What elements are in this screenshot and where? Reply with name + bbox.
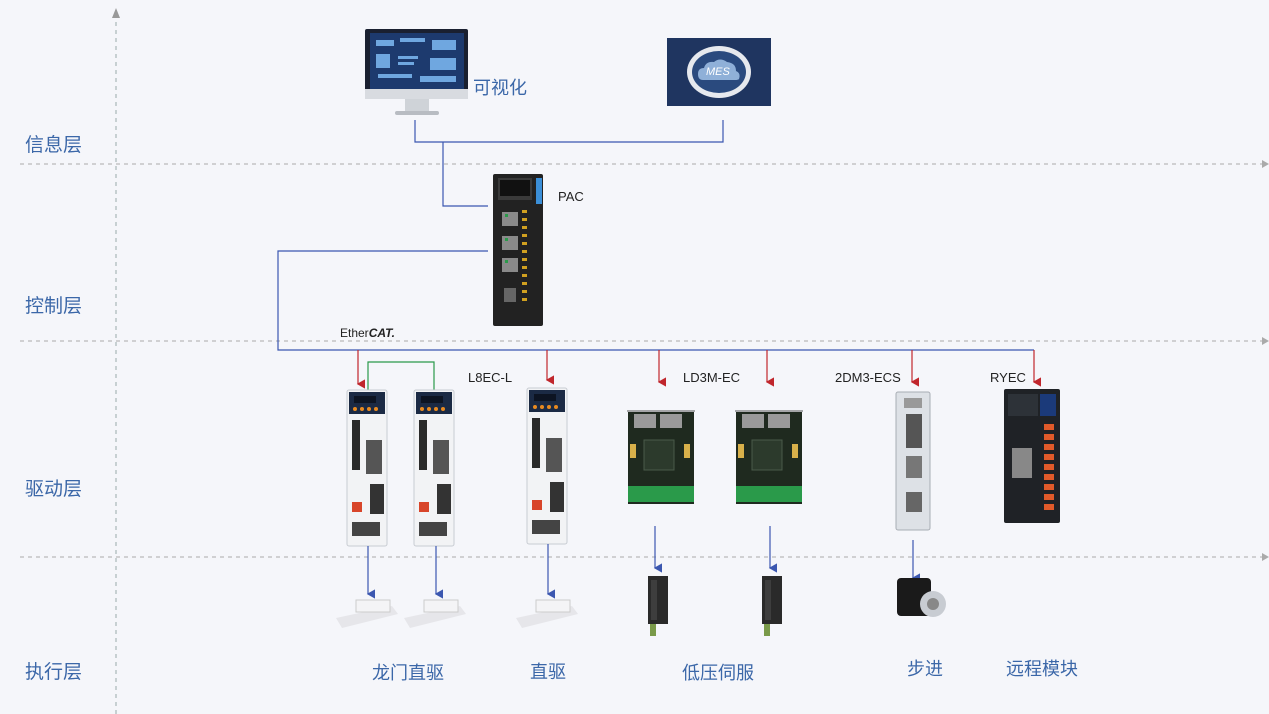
dm3-label: 2DM3-ECS: [835, 370, 901, 385]
gantry-label: 龙门直驱: [372, 663, 444, 684]
ethercat-logo: EtherCAT.: [340, 326, 395, 340]
bus-drop-arrows: [356, 350, 1042, 389]
l8ec-drive-3: [526, 387, 568, 545]
monitor-icon: [365, 29, 468, 115]
dm3-stepper-drive: [895, 391, 931, 531]
mes-cloud-icon: [667, 38, 771, 106]
layer-label-info: 信息层: [25, 134, 83, 156]
vertical-axis-arrow: [112, 8, 120, 18]
layer-label-drive: 驱动层: [25, 478, 83, 500]
actuator-arrows: [366, 526, 921, 599]
ethercat-prefix: Ether: [340, 326, 369, 340]
l8ec-label: L8EC-L: [468, 370, 513, 385]
separator-arrows: [1262, 160, 1269, 561]
linear-actuator-3: [516, 599, 578, 628]
low-voltage-servo-label: 低压伺服: [682, 663, 754, 684]
pac-label: PAC: [558, 189, 584, 204]
ld3m-board-1: [627, 410, 695, 504]
servo-motor-1: [648, 576, 668, 636]
stepper-motor: [897, 578, 946, 617]
direct-drive-label: 直驱: [530, 662, 566, 683]
pac-controller: [493, 174, 543, 326]
ld3m-label: LD3M-EC: [683, 370, 741, 385]
ryec-remote-module: [1004, 389, 1060, 523]
servo-motor-2: [762, 576, 782, 636]
ethercat-bus: [277, 250, 1034, 351]
remote-module-label: 远程模块: [1006, 659, 1078, 680]
linear-actuator-2: [404, 599, 466, 628]
mes-label: MES: [706, 66, 730, 78]
l8ec-drive-1: [346, 389, 388, 547]
l8ec-drive-2: [413, 389, 455, 547]
layer-label-exec: 执行层: [25, 661, 83, 683]
layer-separators: [20, 163, 1262, 558]
stepper-label: 步进: [907, 659, 943, 680]
ryec-label: RYEC: [990, 370, 1026, 385]
info-connector: [414, 120, 724, 207]
linear-actuator-1: [336, 599, 398, 628]
ethercat-suffix: CAT.: [368, 326, 395, 340]
layer-label-control: 控制层: [25, 295, 83, 317]
visual-label: 可视化: [473, 78, 527, 99]
ld3m-board-2: [735, 410, 803, 504]
gantry-link: [367, 361, 435, 390]
